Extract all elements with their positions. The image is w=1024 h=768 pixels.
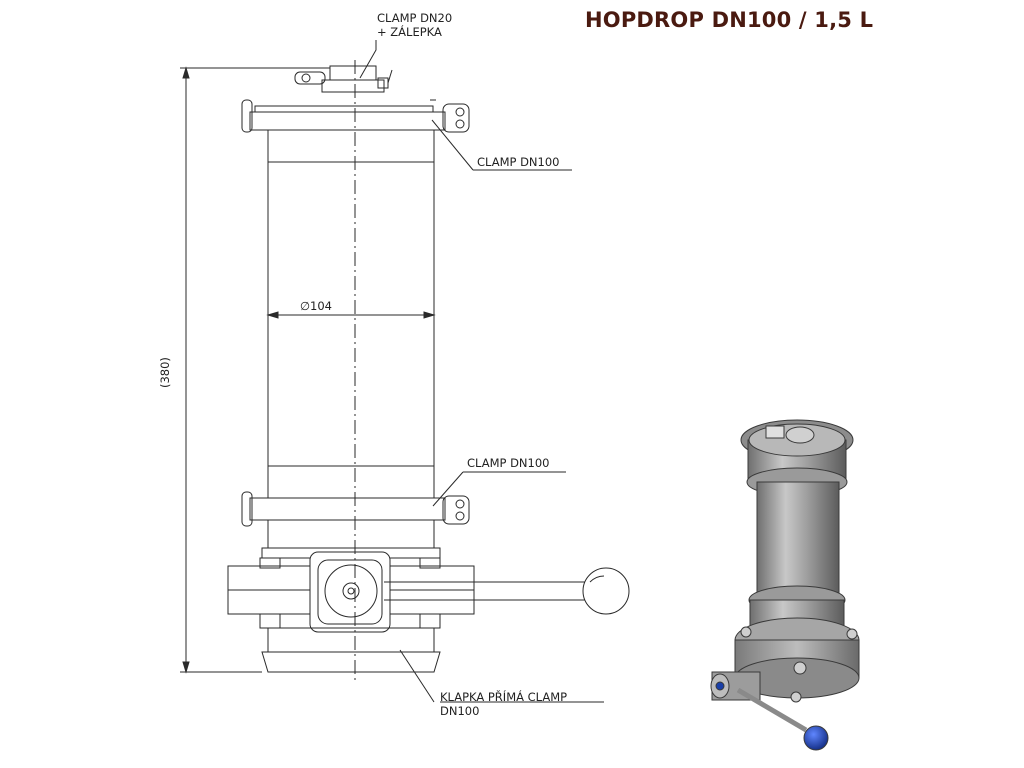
clamp-dn20 [294,65,393,93]
label-clamp-dn100-bottom: CLAMP DN100 [467,456,550,470]
label-clamp-dn100-top: CLAMP DN100 [477,155,560,169]
diameter-dimension: ∅104 [300,300,332,313]
bottom-clamp [241,491,470,559]
label-valve: KLAPKA PŘÍMÁ CLAMP [440,690,568,704]
butterfly-valve [227,551,475,673]
cylinder-body [267,129,435,499]
valve-handle [384,567,630,615]
diameter-line [266,311,436,319]
page-title: HOPDROP DN100 / 1,5 L [585,8,874,32]
diameter-symbol: ∅ [300,299,311,313]
label-valve-dn100: DN100 [440,704,480,718]
label-clamp-dn20: CLAMP DN20 [377,11,453,25]
product-render [710,419,860,751]
height-dimension-line [180,66,330,674]
diameter-value: 104 [310,299,332,313]
leader-lines [359,40,604,703]
label-zalepka: + ZÁLEPKA [377,25,442,39]
